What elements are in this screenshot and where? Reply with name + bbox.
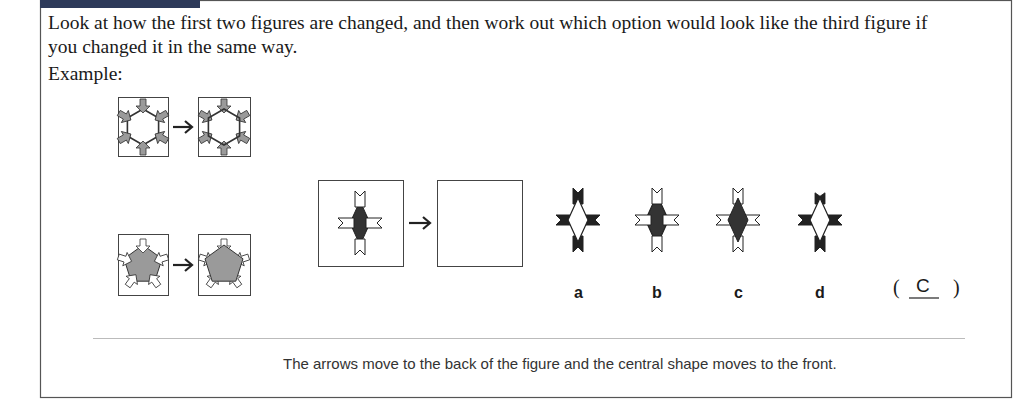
option-letter: a — [574, 284, 583, 302]
answer-bracket: ) — [953, 276, 960, 299]
option-letter: c — [734, 284, 743, 302]
instruction-text: Look at how the first two figures are ch… — [48, 11, 948, 60]
option-letter: d — [815, 284, 825, 302]
example-heading: Example: — [48, 63, 123, 85]
option-letter: b — [652, 284, 662, 302]
answer-bracket: ( — [893, 276, 900, 299]
caption-text: The arrows move to the back of the figur… — [283, 355, 837, 372]
answer-letter: C — [916, 275, 930, 297]
